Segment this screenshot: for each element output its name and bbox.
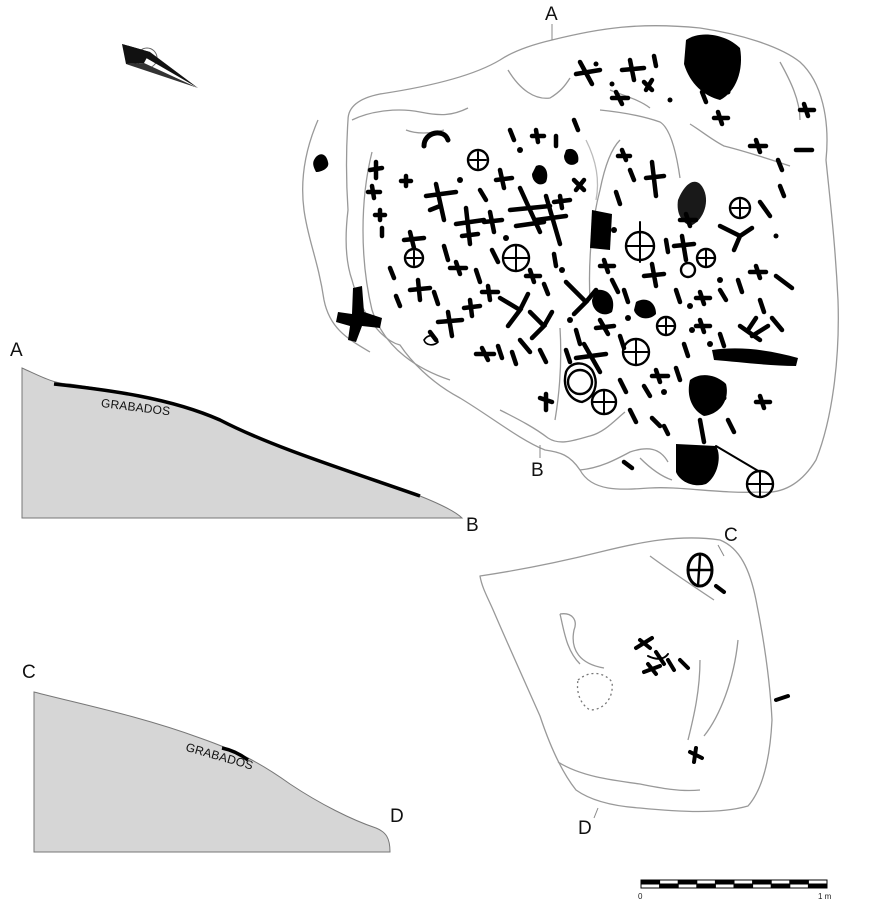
horseshoe-engraving: [421, 130, 451, 149]
circle-cross-12: [679, 261, 697, 279]
scale-segment: [752, 879, 772, 885]
section-line-markers: [539, 24, 725, 819]
main-rock-engravings: [313, 34, 817, 499]
profile-ab-engraved-surface: [53, 382, 421, 498]
main-rock-outline: [302, 25, 839, 493]
scale-segment: [659, 883, 679, 889]
circle-cross-1: [466, 148, 490, 172]
label-b-plan: B: [531, 460, 544, 481]
label-a-plan: A: [545, 4, 558, 25]
blob-engraving-4: [592, 289, 614, 315]
label-c-profile: C: [22, 662, 36, 683]
circle-cross-5: [728, 196, 752, 220]
scale-bar: [640, 879, 828, 889]
label-a-profile: A: [10, 340, 23, 361]
blob-engraving-7: [684, 34, 742, 100]
blob-engraving-5: [712, 348, 798, 366]
small-rock-engravings: [634, 552, 790, 764]
heart-engraving: [313, 154, 329, 172]
scale-segment: [789, 879, 809, 885]
lobed-engraving: [563, 362, 597, 404]
profile-cd-engraved-surface: [221, 746, 250, 762]
profile-ab-fill: [21, 367, 464, 519]
north-arrow-icon: [122, 44, 198, 88]
scale-frame: [640, 879, 828, 889]
profile-ab: [21, 367, 464, 519]
blob-engraving-3: [532, 165, 548, 185]
scale-segment: [807, 883, 828, 889]
scale-one-meter: 1 m: [818, 892, 832, 901]
blob-engraving-9: [634, 299, 656, 319]
blob-engraving-basin: [676, 444, 719, 486]
label-d-profile: D: [390, 806, 404, 827]
label-d-plan: D: [578, 818, 592, 839]
small-rock-outline: [479, 537, 773, 813]
blob-engraving-8: [564, 148, 579, 165]
circle-cross-10: [566, 368, 594, 396]
scale-segment: [714, 879, 735, 885]
scale-segment: [640, 879, 661, 885]
large-cross-engraving: [336, 286, 382, 342]
scale-segment: [770, 883, 791, 889]
profile-cd: [33, 691, 391, 853]
scale-segment: [677, 879, 698, 885]
label-b-profile: B: [466, 515, 479, 536]
label-c-plan: C: [724, 525, 738, 546]
profile-cd-fill: [33, 691, 391, 853]
scale-segment: [733, 883, 754, 889]
blob-engraving-2: [590, 210, 612, 250]
scale-zero: 0: [638, 892, 643, 901]
blob-engraving-6: [688, 375, 727, 416]
scale-segment: [696, 883, 716, 889]
